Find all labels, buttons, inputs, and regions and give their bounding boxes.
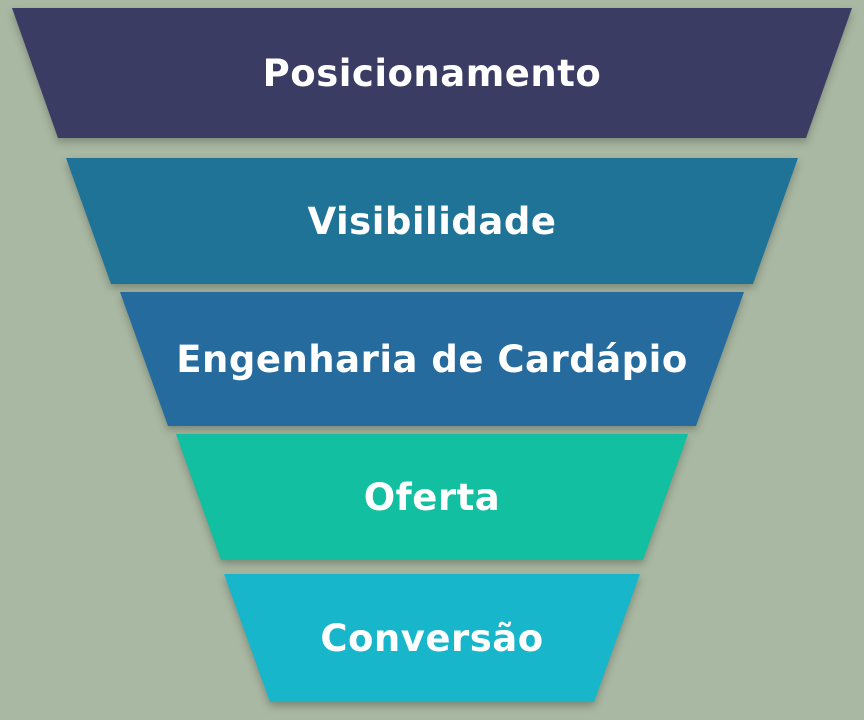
- funnel-level-shape: Posicionamento: [12, 8, 852, 138]
- funnel-level-label: Visibilidade: [307, 199, 557, 243]
- funnel-level-label: Engenharia de Cardápio: [176, 337, 688, 381]
- funnel-level-posicionamento: Posicionamento: [0, 8, 864, 138]
- funnel-level-shape: Visibilidade: [66, 158, 798, 284]
- funnel-level-label: Posicionamento: [262, 51, 602, 95]
- funnel-level-oferta: Oferta: [0, 434, 864, 560]
- funnel-level-shape: Oferta: [176, 434, 688, 560]
- funnel-level-conversao: Conversão: [0, 574, 864, 702]
- funnel-level-shape: Engenharia de Cardápio: [120, 292, 744, 426]
- funnel-level-visibilidade: Visibilidade: [0, 158, 864, 284]
- funnel-level-label: Oferta: [363, 475, 501, 519]
- funnel-level-label: Conversão: [320, 616, 544, 660]
- funnel-level-shape: Conversão: [224, 574, 640, 702]
- funnel-level-engenharia-de-cardapio: Engenharia de Cardápio: [0, 292, 864, 426]
